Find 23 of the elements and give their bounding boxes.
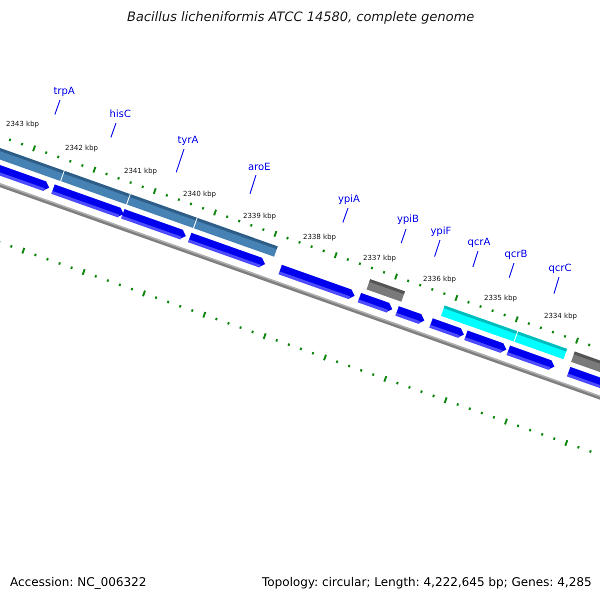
info-text: Topology: circular; Length: 4,222,645 bp; Genes: 4,285 — [262, 576, 592, 588]
gene-label: aroE — [248, 163, 270, 173]
leader-line — [54, 100, 60, 115]
gene-label: ypiF — [430, 227, 452, 237]
title: Bacillus licheniformis ATCC 14580, complete genome — [127, 11, 474, 24]
gene-label: ypiB — [397, 215, 419, 225]
info-text: Accession: NC_006322 — [10, 576, 146, 588]
leader-line — [250, 174, 256, 194]
gene-label: qcrC — [548, 264, 572, 274]
gene-label: tyrA — [178, 136, 198, 146]
leader-line — [472, 250, 478, 268]
gene-label: qcrA — [468, 238, 490, 248]
leader-line — [176, 148, 184, 173]
leader-line — [110, 122, 116, 138]
leader-line — [400, 228, 406, 244]
gene-label: hisC — [110, 110, 131, 120]
leader-line — [434, 240, 440, 258]
gene-label: ypiA — [338, 195, 360, 205]
leader-line — [342, 208, 348, 223]
leader-line — [508, 262, 514, 278]
gene-label: qcrB — [504, 250, 528, 260]
gene-label: trpA — [54, 87, 75, 97]
leader-line — [554, 276, 560, 294]
